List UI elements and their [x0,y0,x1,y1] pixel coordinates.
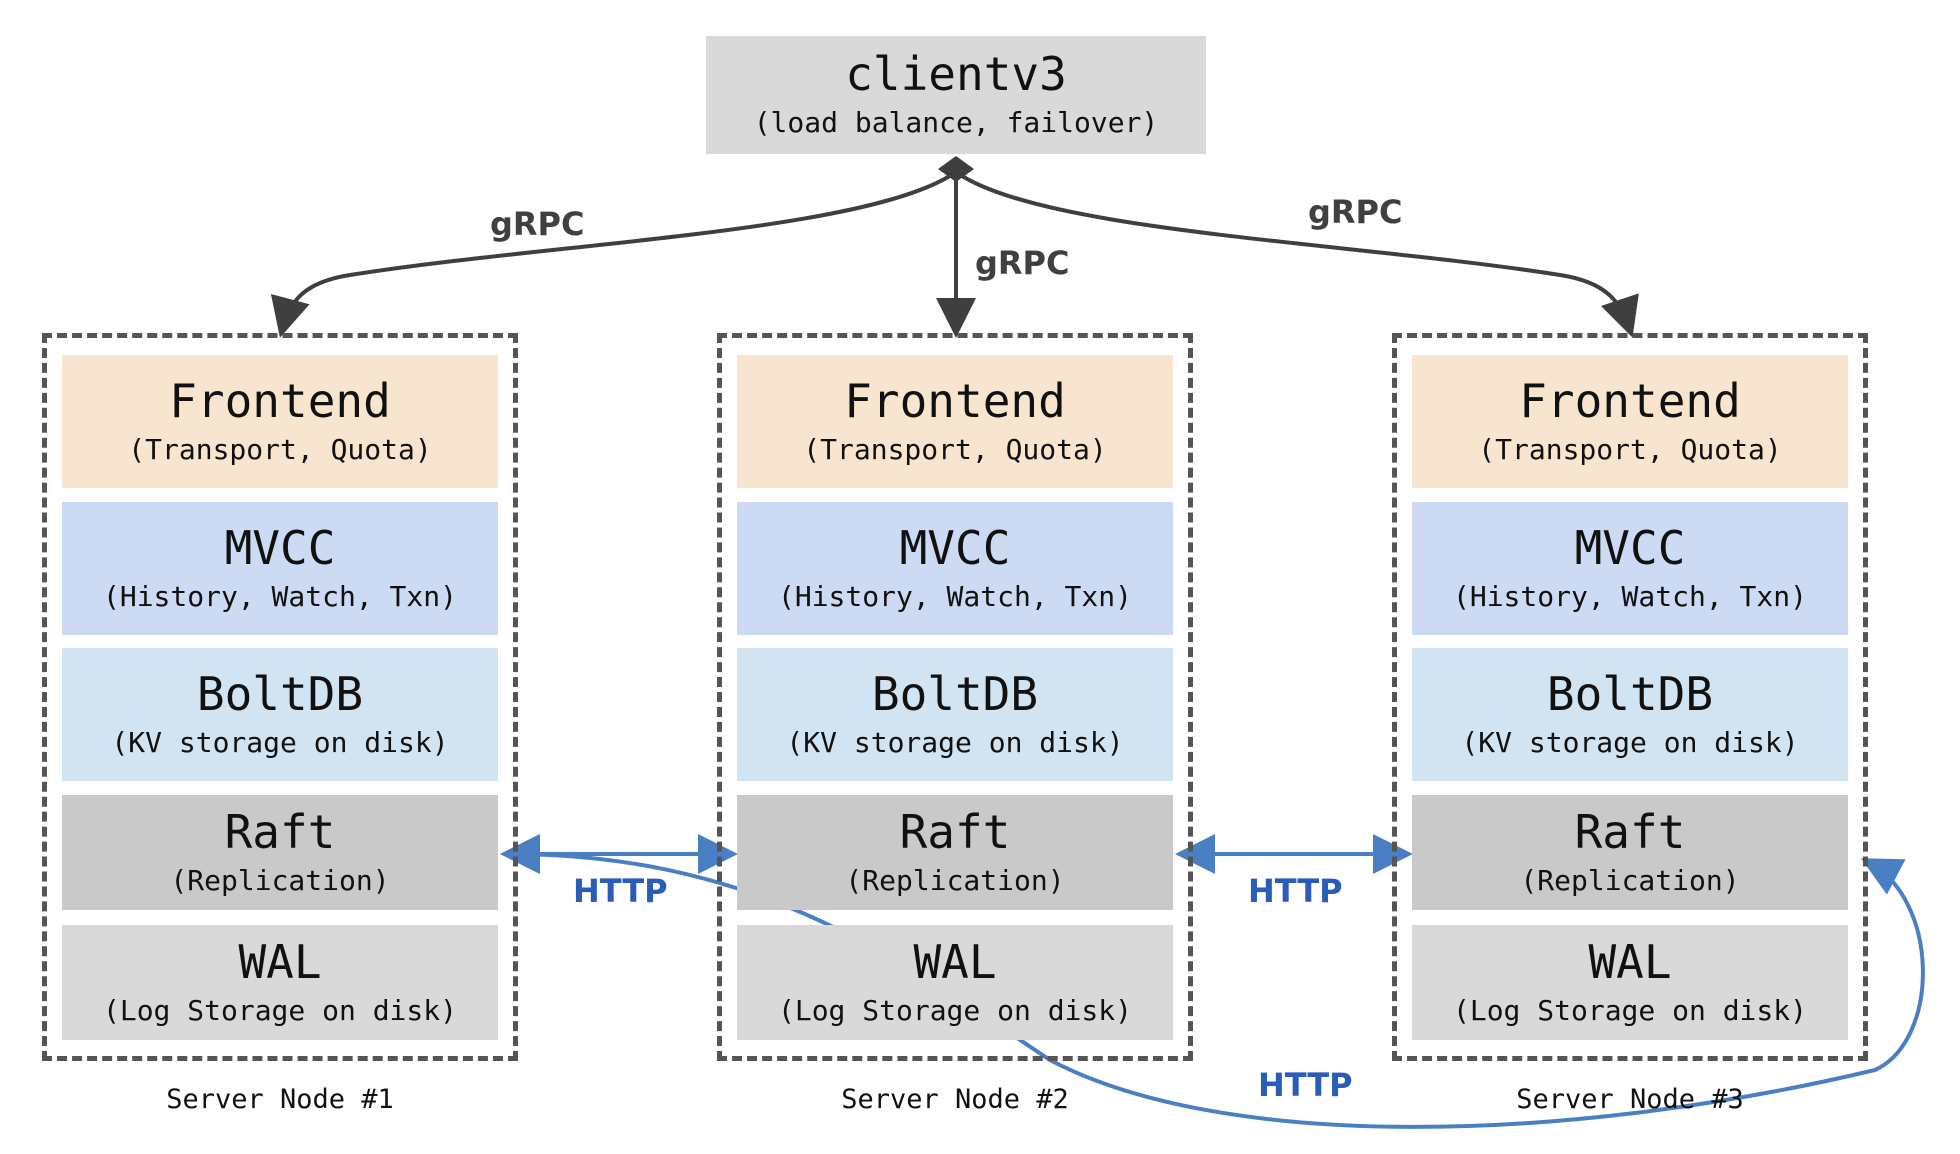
layer-subtitle: (History, Watch, Txn) [777,579,1132,613]
http-label-node-1-node-2: HTTP [573,872,668,910]
raft-layer: Raft (Replication) [62,795,498,910]
mvcc-layer: MVCC (History, Watch, Txn) [1412,502,1848,635]
layer-subtitle: (Transport, Quota) [1478,432,1782,466]
layer-title: Frontend [844,373,1066,428]
layer-subtitle: (Log Storage on disk) [102,993,457,1027]
server-node-label: Server Node #1 [166,1084,394,1115]
grpc-label-right: gRPC [1308,193,1403,231]
layer-subtitle: (KV storage on disk) [111,725,449,759]
frontend-layer: Frontend (Transport, Quota) [62,355,498,488]
wal-layer: WAL (Log Storage on disk) [62,925,498,1040]
layer-subtitle: (Log Storage on disk) [1452,993,1807,1027]
boltdb-layer: BoltDB (KV storage on disk) [737,648,1173,781]
layer-subtitle: (Transport, Quota) [128,432,432,466]
server-node-2 [717,333,1193,1061]
http-label-node-2-node-3: HTTP [1248,872,1343,910]
layer-title: WAL [1588,934,1672,989]
mvcc-layer: MVCC (History, Watch, Txn) [62,502,498,635]
mvcc-layer: MVCC (History, Watch, Txn) [737,502,1173,635]
grpc-label-middle: gRPC [975,244,1070,282]
raft-layer: Raft (Replication) [737,795,1173,910]
client-diamond-icon [938,156,974,182]
layer-subtitle: (Log Storage on disk) [777,993,1132,1027]
layer-title: MVCC [899,520,1011,575]
http-label-node-1-node-3: HTTP [1258,1066,1353,1104]
clientv3-title: clientv3 [845,47,1067,102]
frontend-layer: Frontend (Transport, Quota) [737,355,1173,488]
layer-subtitle: (KV storage on disk) [786,725,1124,759]
layer-title: BoltDB [196,666,364,721]
layer-subtitle: (Replication) [1520,863,1740,897]
clientv3-subtitle: (load balance, failover) [753,106,1159,140]
layer-title: Raft [899,804,1011,859]
layer-title: WAL [913,934,997,989]
server-node-label: Server Node #2 [841,1084,1069,1115]
layer-title: MVCC [1574,520,1686,575]
grpc-label-left: gRPC [490,205,585,243]
layer-subtitle: (KV storage on disk) [1461,725,1799,759]
layer-title: MVCC [224,520,336,575]
wal-layer: WAL (Log Storage on disk) [737,925,1173,1040]
layer-title: BoltDB [1546,666,1714,721]
layer-title: Raft [224,804,336,859]
layer-title: Frontend [1519,373,1741,428]
server-node-3 [1392,333,1868,1061]
grpc-arrow-node-1 [270,170,958,338]
layer-subtitle: (Replication) [170,863,390,897]
http-arrow-node-1-node-3 [500,834,1925,1129]
boltdb-layer: BoltDB (KV storage on disk) [62,648,498,781]
layer-title: Frontend [169,373,391,428]
clientv3-box: clientv3 (load balance, failover) [706,36,1206,154]
layer-subtitle: (History, Watch, Txn) [102,579,457,613]
boltdb-layer: BoltDB (KV storage on disk) [1412,648,1848,781]
frontend-layer: Frontend (Transport, Quota) [1412,355,1848,488]
layer-title: BoltDB [871,666,1039,721]
raft-layer: Raft (Replication) [1412,795,1848,910]
layer-title: WAL [238,934,322,989]
layer-title: Raft [1574,804,1686,859]
server-node-label: Server Node #3 [1516,1084,1744,1115]
wal-layer: WAL (Log Storage on disk) [1412,925,1848,1040]
layer-subtitle: (Replication) [845,863,1065,897]
server-node-1 [42,333,518,1061]
layer-subtitle: (Transport, Quota) [803,432,1107,466]
layer-subtitle: (History, Watch, Txn) [1452,579,1807,613]
grpc-arrow-node-3 [954,170,1639,338]
